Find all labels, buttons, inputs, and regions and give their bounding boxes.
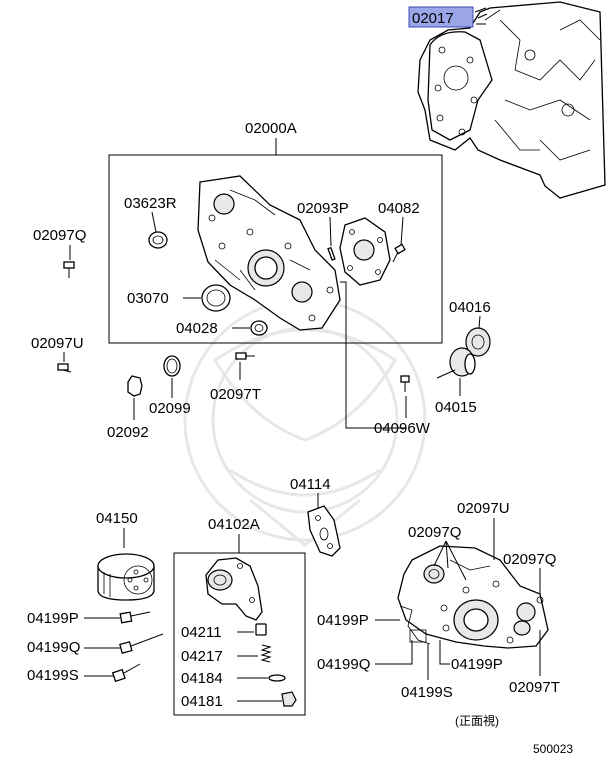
bolt-04082 (392, 243, 406, 263)
label-04181[interactable]: 04181 (181, 693, 223, 710)
label-04217[interactable]: 04217 (181, 648, 223, 665)
label-04016[interactable]: 04016 (449, 299, 491, 316)
label-04114[interactable]: 04114 (290, 476, 331, 493)
label-02097Q-left[interactable]: 02097Q (33, 227, 86, 244)
bolt-04199P-left (119, 611, 151, 624)
gasket-04184 (268, 674, 286, 682)
label-02099[interactable]: 02099 (149, 400, 191, 417)
shaft-04015 (436, 347, 476, 379)
oil-pump-cover (339, 217, 391, 286)
label-02097T-front[interactable]: 02097T (509, 679, 560, 696)
label-04199P-front-right[interactable]: 04199P (451, 656, 503, 673)
label-03623R[interactable]: 03623R (124, 195, 177, 212)
label-02097U-right[interactable]: 02097U (457, 500, 510, 517)
diagram-number: 500023 (533, 742, 573, 756)
gear-04016 (465, 327, 491, 357)
label-04211[interactable]: 04211 (181, 624, 222, 641)
label-02000A[interactable]: 02000A (245, 120, 297, 137)
seal-03623R (148, 231, 168, 249)
seal-04028 (250, 320, 268, 336)
bolt-02097Q-left (63, 261, 75, 278)
pin-02093P (327, 246, 336, 261)
label-04150[interactable]: 04150 (96, 510, 138, 527)
label-04184[interactable]: 04184 (181, 670, 223, 687)
label-highlight-02017 (408, 6, 474, 28)
o-ring-02099 (163, 355, 181, 377)
label-04096W[interactable]: 04096W (374, 420, 431, 437)
plunger-04211 (255, 623, 267, 636)
label-04199S-left[interactable]: 04199S (27, 667, 79, 684)
bolt-02097T-center (235, 352, 255, 360)
engine-block-drawing (417, 1, 606, 199)
label-04199P-left[interactable]: 04199P (27, 610, 79, 627)
bolt-02097U-left (57, 363, 72, 373)
group-box-02000A (108, 154, 443, 344)
plug-04181 (281, 691, 297, 707)
oil-filter-04150 (97, 553, 155, 601)
label-04199S-front[interactable]: 04199S (401, 684, 453, 701)
label-04199P-front[interactable]: 04199P (317, 612, 369, 629)
label-02093P[interactable]: 02093P (297, 200, 349, 217)
label-04028[interactable]: 04028 (176, 320, 218, 337)
bolt-04199S-left (111, 663, 141, 683)
label-04199Q-front[interactable]: 04199Q (317, 656, 370, 673)
spring-04217 (260, 644, 272, 663)
label-02097U-left[interactable]: 02097U (31, 335, 84, 352)
label-02092[interactable]: 02092 (107, 424, 149, 441)
oil-pump-housing (197, 175, 341, 331)
bolt-04199Q-left (119, 633, 164, 654)
label-02017[interactable]: 02017 (412, 10, 454, 27)
label-04102A[interactable]: 04102A (208, 516, 260, 533)
label-02097Q-right[interactable]: 02097Q (503, 551, 556, 568)
label-04082[interactable]: 04082 (378, 200, 420, 217)
gasket-04114 (307, 505, 341, 557)
front-view-note: (正面視) (455, 713, 499, 728)
label-04015[interactable]: 04015 (435, 399, 477, 416)
group-box-04102A (173, 552, 306, 716)
gasket-02092 (127, 375, 143, 397)
label-02097Q-upper[interactable]: 02097Q (408, 524, 461, 541)
oil-seal-03070 (201, 284, 231, 312)
bolt-04096W (400, 375, 410, 392)
label-03070[interactable]: 03070 (127, 290, 169, 307)
oil-filter-bracket (205, 557, 263, 621)
label-02097T-center[interactable]: 02097T (210, 386, 261, 403)
label-04199Q-left[interactable]: 04199Q (27, 639, 80, 656)
